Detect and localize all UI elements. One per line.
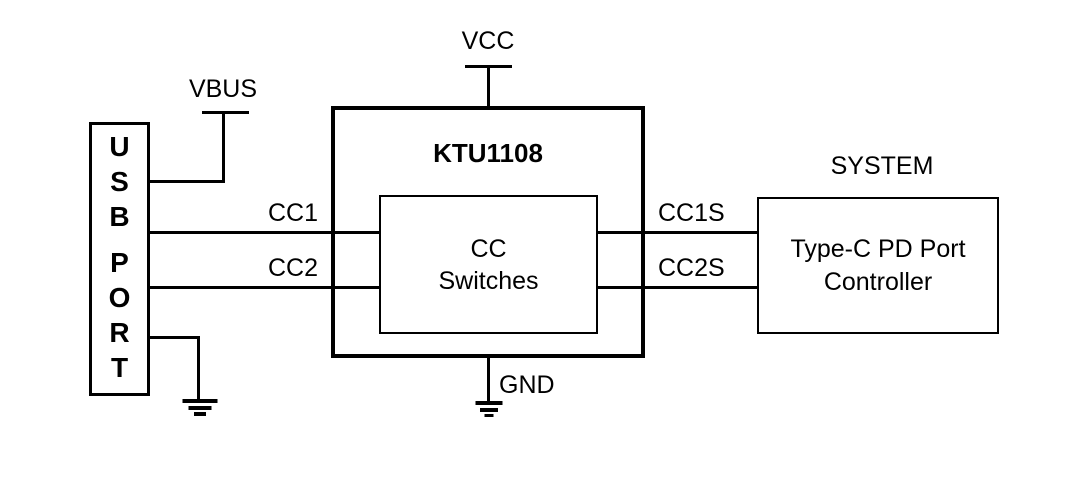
cc-switches-label-line: Switches — [438, 266, 539, 295]
gnd-wire-vertical — [487, 356, 490, 402]
gnd-label: GND — [499, 371, 555, 399]
cc-switches-label-line: CC — [470, 234, 507, 263]
pd-controller-box: Type-C PD Port Controller — [757, 197, 999, 334]
vbus-bar-icon — [202, 111, 249, 114]
cc2s-signal-label: CC2S — [658, 254, 725, 282]
cc-switches-box: CC Switches — [379, 195, 598, 334]
ground-icon — [475, 401, 502, 419]
system-heading: SYSTEM — [830, 152, 934, 180]
port-letters-group: P O R T — [92, 245, 147, 385]
usb-ground-wire-vertical — [197, 336, 200, 400]
cc1-signal-label: CC1 — [267, 199, 318, 227]
usb-ground-wire-horizontal — [150, 336, 200, 339]
vcc-wire-vertical — [487, 66, 490, 110]
usb-port-letter: S — [110, 166, 129, 197]
usb-port-letter: O — [108, 282, 131, 313]
cc2-signal-label: CC2 — [267, 254, 318, 282]
usb-port-letter: T — [110, 352, 129, 383]
pd-controller-label-line: Controller — [823, 267, 933, 296]
usb-port-letter: U — [109, 131, 130, 162]
ktu1108-chip-box: KTU1108 — [331, 106, 645, 358]
vbus-wire-horizontal — [150, 180, 225, 183]
usb-letters-group: U S B — [92, 129, 147, 234]
vbus-wire-vertical — [222, 112, 225, 183]
ground-icon — [182, 399, 217, 419]
usb-port-letter: R — [109, 317, 130, 348]
chip-name: KTU1108 — [433, 138, 543, 168]
pd-controller-label-line: Type-C PD Port — [790, 234, 966, 263]
usb-port-letter: P — [110, 247, 129, 278]
cc1s-signal-label: CC1S — [658, 199, 725, 227]
usb-port-box: U S B P O R T — [89, 122, 150, 396]
vbus-label: VBUS — [188, 75, 258, 103]
vcc-label: VCC — [461, 27, 515, 55]
usb-port-letter: B — [109, 201, 130, 232]
